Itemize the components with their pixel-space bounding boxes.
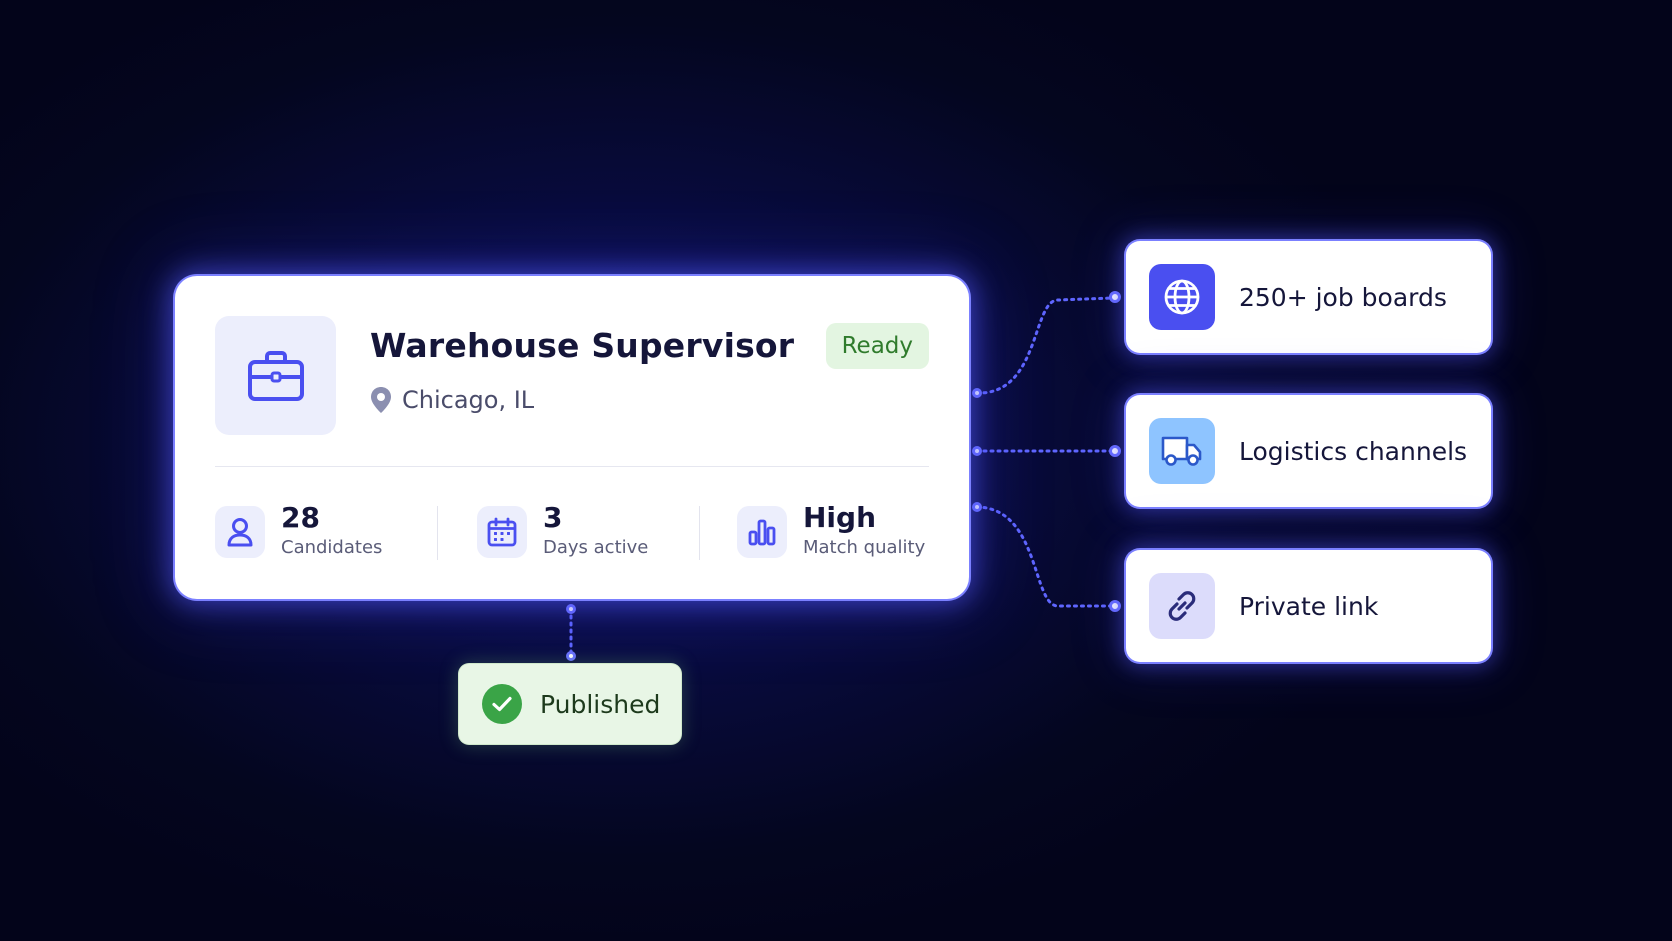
channel-label: Logistics channels xyxy=(1239,436,1468,466)
channel-label: 250+ job boards xyxy=(1239,282,1447,312)
channel-icon-tile xyxy=(1149,264,1215,330)
globe-icon xyxy=(1164,279,1200,315)
channel-icon-tile xyxy=(1149,418,1215,484)
stat-value: 28 xyxy=(281,501,320,534)
job-icon-tile xyxy=(215,316,336,435)
stat-candidates: 28 Candidates xyxy=(215,502,382,562)
stat-days-active: 3 Days active xyxy=(477,502,648,562)
stat-icon-tile xyxy=(215,506,265,558)
job-location: Chicago, IL xyxy=(370,386,534,414)
map-pin-icon xyxy=(371,387,391,413)
job-stats: 28 Candidates xyxy=(215,502,929,562)
stat-separator xyxy=(699,506,700,560)
bar-chart-icon xyxy=(748,519,776,546)
link-icon xyxy=(1168,591,1196,621)
channel-icon-tile xyxy=(1149,573,1215,639)
stat-separator xyxy=(437,506,438,560)
channel-private-link[interactable]: Private link xyxy=(1126,550,1491,662)
job-card[interactable]: Warehouse Supervisor Chicago, IL Ready 2… xyxy=(175,276,969,599)
channel-logistics[interactable]: Logistics channels xyxy=(1126,395,1491,507)
stat-label: Match quality xyxy=(803,537,926,558)
published-label: Published xyxy=(540,689,661,719)
job-title: Warehouse Supervisor xyxy=(370,326,795,365)
status-badge: Ready xyxy=(825,323,929,369)
stat-label: Days active xyxy=(543,537,649,558)
person-icon xyxy=(227,518,253,547)
stat-icon-tile xyxy=(737,506,787,558)
calendar-icon xyxy=(487,517,517,547)
stat-match-quality: High Match quality xyxy=(737,502,925,562)
check-circle-icon xyxy=(482,684,522,724)
truck-icon xyxy=(1161,436,1202,466)
channel-job-boards[interactable]: 250+ job boards xyxy=(1126,241,1491,353)
card-divider xyxy=(215,466,929,467)
stat-value: High xyxy=(803,501,877,534)
briefcase-icon xyxy=(247,350,304,401)
stat-value: 3 xyxy=(543,501,563,534)
channel-label: Private link xyxy=(1239,591,1379,621)
published-badge: Published xyxy=(459,664,681,744)
stat-icon-tile xyxy=(477,506,527,558)
location-text: Chicago, IL xyxy=(402,386,535,414)
stat-label: Candidates xyxy=(281,537,383,558)
